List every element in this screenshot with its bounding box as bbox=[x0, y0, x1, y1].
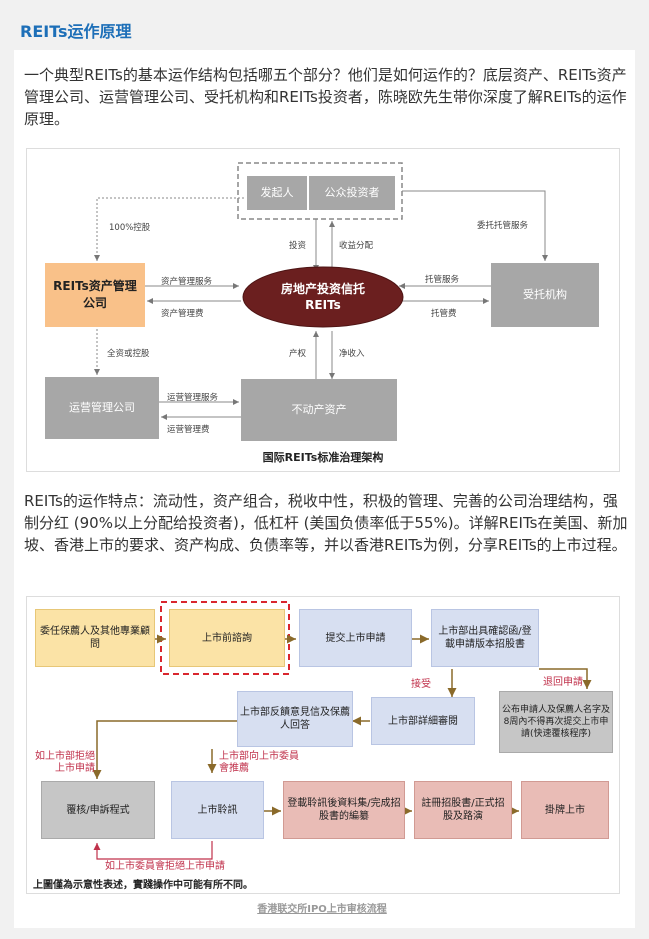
label-op-fee: 运营管理费 bbox=[167, 425, 210, 435]
step-detail-review: 上市部詳細審閱 bbox=[371, 697, 475, 745]
trustee-box: 受托机构 bbox=[491, 263, 599, 327]
step-appoint: 委任保薦人及其他專業顧問 bbox=[35, 609, 155, 667]
step-post-hearing: 登載聆訊後資料集/完成招股書的編纂 bbox=[283, 781, 405, 839]
label-asset-fee: 资产管理费 bbox=[161, 309, 204, 319]
label-custody-service: 托管服务 bbox=[425, 275, 460, 285]
label-holding-100: 100%控股 bbox=[109, 223, 151, 233]
step-issue-letter: 上市部出具確認函/登載申請版本招股書 bbox=[431, 609, 539, 667]
label-trust-service: 委托托管服务 bbox=[477, 221, 529, 231]
step-submit: 提交上市申請 bbox=[299, 609, 412, 667]
label-committee-reject: 如上市部拒絕上市申請 bbox=[35, 751, 95, 774]
label-hearing-reject: 如上市委員會拒絕上市申請 bbox=[105, 861, 225, 872]
features-paragraph: REITs的运作特点：流动性，资产组合，税收中性，积极的管理、完善的公司治理结构… bbox=[24, 492, 628, 554]
intro-paragraph: 一个典型REITs的基本运作结构包括哪五个部分？他们是如何运作的？底层资产、RE… bbox=[24, 66, 627, 128]
governance-diagram: 发起人 公众投资者 REITs资产管理公司 房地产投资信托 REITs 受托机构… bbox=[26, 148, 620, 472]
step-hearing: 上市聆訊 bbox=[171, 781, 264, 839]
label-full-holding: 全资或控股 bbox=[107, 349, 150, 359]
figure1-caption: 国际REITs标准治理架构 bbox=[262, 451, 384, 464]
label-invest: 投资 bbox=[289, 241, 307, 251]
step-pre-consult: 上市前諮詢 bbox=[169, 609, 285, 667]
label-net-income: 净收入 bbox=[339, 349, 365, 359]
real-estate-box: 不动产资产 bbox=[241, 379, 397, 441]
step-feedback: 上市部反饋意見信及保薦人回答 bbox=[237, 691, 353, 747]
operator-box: 运营管理公司 bbox=[45, 377, 159, 439]
sponsor-box: 发起人 bbox=[247, 176, 307, 210]
asset-manager-box: REITs资产管理公司 bbox=[45, 263, 145, 327]
label-op-service: 运营管理服务 bbox=[167, 393, 219, 403]
label-return: 退回申請 bbox=[543, 677, 583, 688]
step-register: 註冊招股書/正式招股及路演 bbox=[414, 781, 512, 839]
label-accept: 接受 bbox=[411, 679, 431, 690]
reits-center-box: 房地产投资信托 REITs bbox=[280, 282, 365, 312]
label-property-right: 产权 bbox=[289, 349, 307, 359]
step-review-appeal: 覆核/申訴程式 bbox=[41, 781, 155, 839]
ipo-flowchart: 委任保薦人及其他專業顧問 上市前諮詢 提交上市申請 上市部出具確認函/登載申請版… bbox=[26, 596, 620, 894]
public-investor-box: 公众投资者 bbox=[309, 176, 395, 210]
label-distribution: 收益分配 bbox=[339, 241, 374, 251]
figure2-caption: 香港联交所IPO上市审核流程 bbox=[257, 904, 387, 915]
label-asset-service: 资产管理服务 bbox=[161, 277, 213, 287]
step-republish: 公布申請人及保薦人名字及8周內不得再次提交上市申請(快速覆核程序) bbox=[499, 691, 613, 753]
flowchart-connectors bbox=[92, 601, 592, 860]
label-custody-fee: 托管费 bbox=[431, 309, 457, 319]
label-committee-recommend: 上市部向上市委員會推薦 bbox=[219, 751, 299, 774]
page-title: REITs运作原理 bbox=[20, 22, 132, 41]
flowchart-note: 上圖僅為示意性表述，實踐操作中可能有所不同。 bbox=[33, 880, 253, 891]
diagram-connectors bbox=[94, 162, 548, 420]
step-listing: 掛牌上市 bbox=[521, 781, 609, 839]
